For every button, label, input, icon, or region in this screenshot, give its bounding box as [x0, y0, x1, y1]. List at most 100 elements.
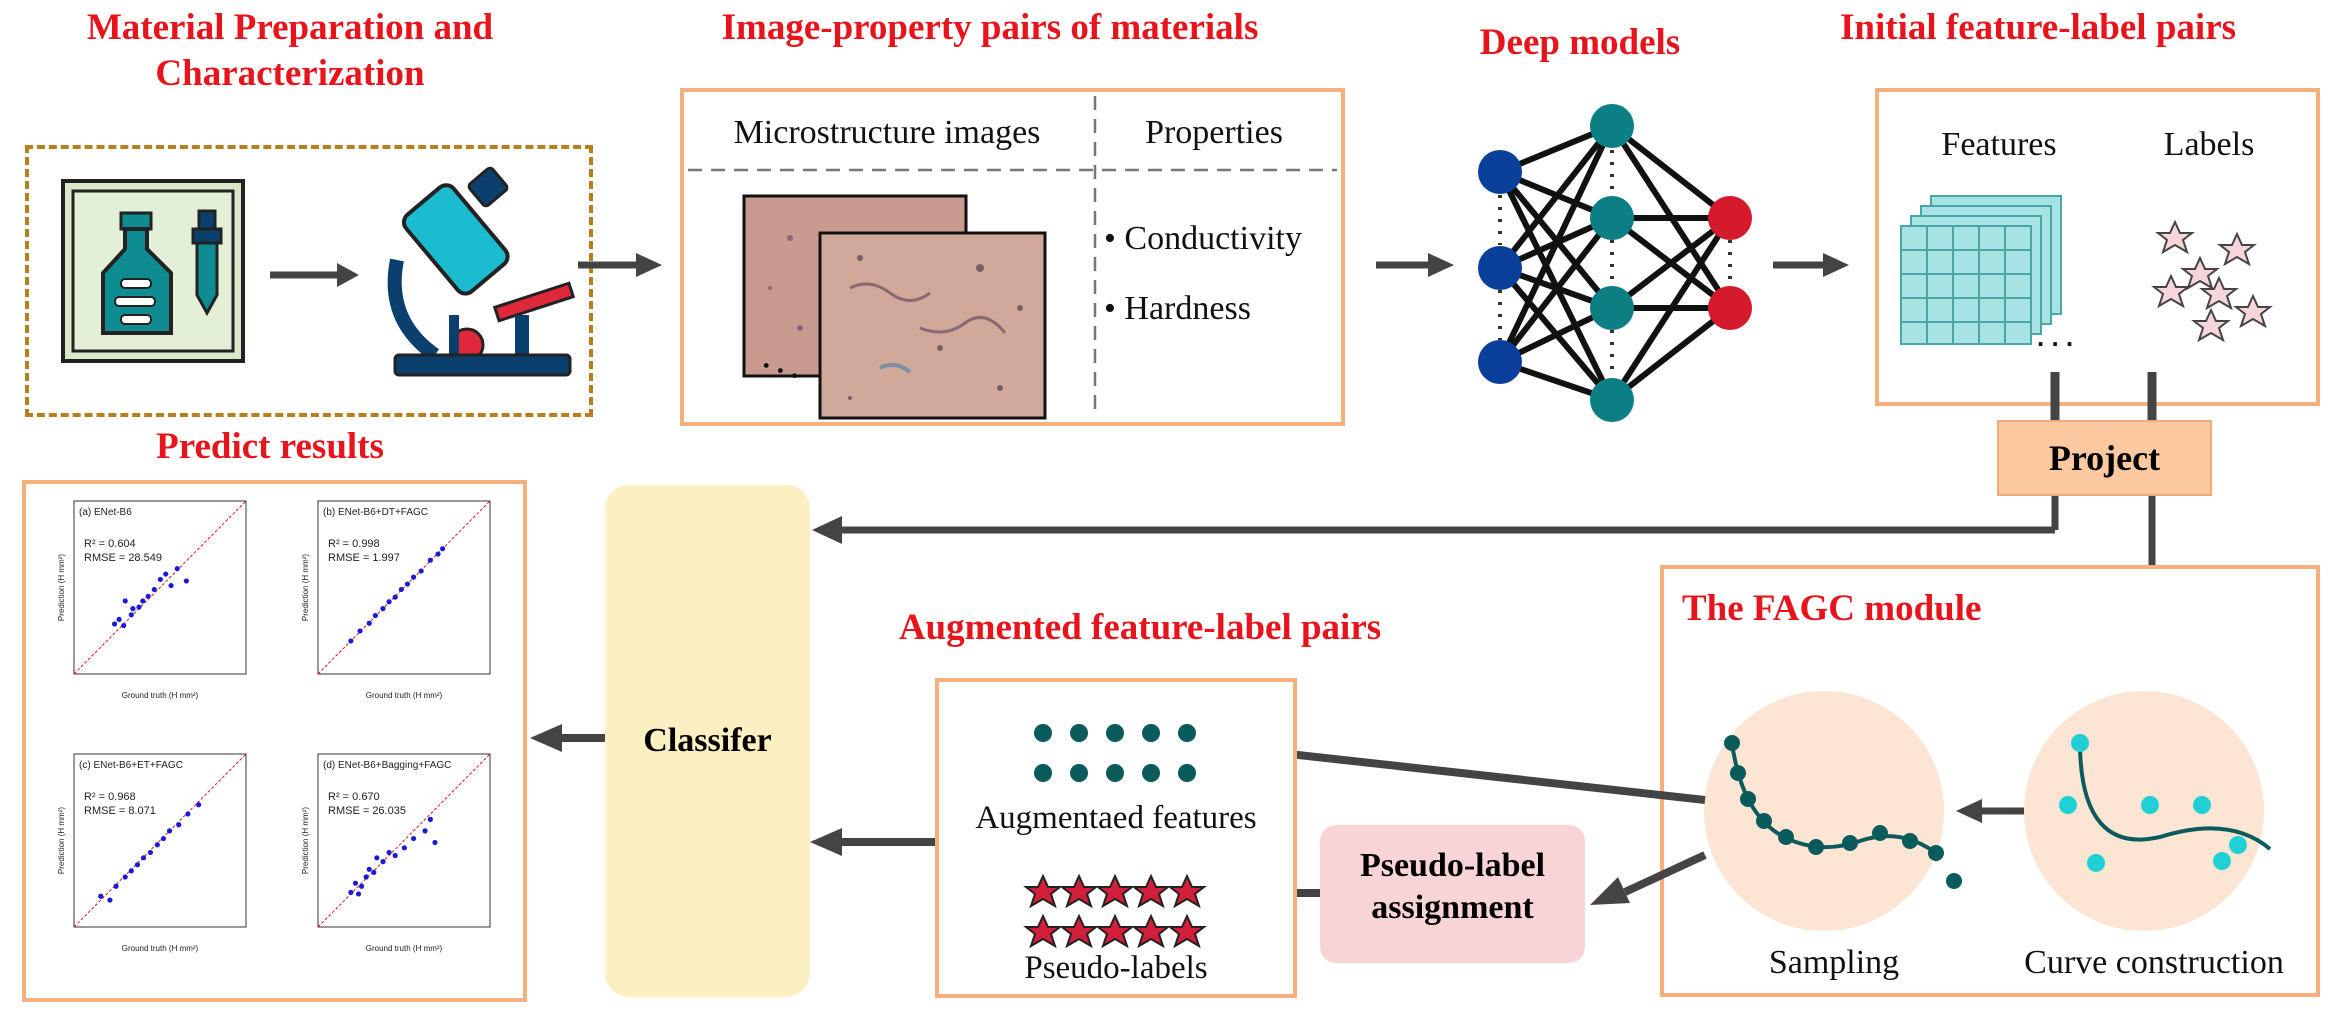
classifier-box: Classifer: [605, 485, 810, 997]
data-point: [98, 893, 104, 899]
data-point: [183, 578, 189, 584]
data-point: [422, 828, 428, 834]
plot-xlabel: Ground truth (H mm²): [366, 691, 443, 700]
data-point: [410, 574, 417, 580]
title-deep-models: Deep models: [1479, 22, 1681, 63]
svg-text:. . .: . . .: [2037, 322, 2073, 352]
chemical-bottle-icon: [61, 179, 245, 363]
plot-rmse: RMSE = 28.549: [84, 552, 162, 564]
data-point: [157, 576, 163, 583]
data-point: [116, 616, 122, 623]
plot-r2: R² = 0.604: [84, 538, 136, 550]
col-header-properties: Properties: [1145, 114, 1283, 151]
material-prep-illustration: [61, 166, 576, 377]
data-point: [427, 816, 433, 822]
data-point: [121, 622, 127, 629]
identity-line: [73, 753, 247, 928]
image-property-panel: Microstructure images Properties . . . •…: [680, 88, 1345, 426]
data-point: [147, 849, 154, 856]
plot-ylabel: Prediction (H mm²): [57, 554, 66, 621]
material-prep-panel: [25, 145, 593, 417]
identity-line: [317, 753, 491, 928]
plot-rmse: RMSE = 26.035: [328, 805, 406, 817]
data-point: [176, 822, 182, 828]
sampling-curve-icon: [1724, 735, 1962, 889]
feature-grid-stack-icon: . . .: [1900, 195, 2073, 352]
data-point: [174, 566, 180, 572]
plot-ylabel: Prediction (H mm²): [57, 807, 66, 874]
data-point: [140, 598, 146, 604]
deep-neural-network-icon: [1478, 104, 1752, 422]
fagc-title: The FAGC module: [1682, 588, 1982, 629]
arrow-curve-to-sampling: [1956, 799, 2024, 823]
data-point: [168, 582, 174, 589]
data-point: [185, 811, 191, 817]
plot-xlabel: Ground truth (H mm²): [122, 944, 199, 953]
plot-title: (c) ENet-B6+ET+FAGC: [79, 760, 183, 771]
property-conductivity-text: Conductivity: [1124, 220, 1302, 257]
data-point: [134, 862, 141, 868]
plot-rmse: RMSE = 8.071: [84, 805, 156, 817]
plot-r2: R² = 0.968: [84, 791, 136, 803]
augmented-feature-dots: [1034, 724, 1196, 782]
data-point: [440, 546, 446, 552]
data-point: [136, 604, 142, 610]
property-conductivity: • Conductivity: [1104, 220, 1302, 257]
data-point: [113, 883, 119, 889]
plot-ylabel: Prediction (H mm²): [301, 554, 310, 621]
plot-xlabel: Ground truth (H mm²): [122, 691, 199, 700]
data-point: [130, 606, 136, 612]
augmented-pairs-panel: Augmentaed features Pseudo-labels: [935, 678, 1297, 998]
pseudo-label-stars: [1023, 873, 1207, 949]
curve-construction-label: Curve construction: [2024, 944, 2284, 981]
title-predict-results: Predict results: [156, 426, 384, 467]
pseudo-labels-label: Pseudo-labels: [1024, 950, 1208, 986]
data-point: [392, 852, 398, 859]
data-point: [401, 845, 407, 851]
title-material-prep: Material Preparation and Characterizatio…: [86, 7, 494, 94]
data-point: [363, 874, 369, 880]
data-point: [418, 568, 424, 574]
property-hardness-text: Hardness: [1124, 290, 1251, 327]
features-heading: Features: [1941, 126, 2057, 163]
data-point: [352, 880, 359, 886]
data-point: [140, 855, 147, 861]
data-point: [432, 839, 438, 846]
data-point: [371, 869, 377, 876]
data-point: [348, 889, 354, 895]
project-box: Project: [1997, 420, 2212, 496]
data-point: [366, 866, 372, 872]
data-point: [357, 628, 363, 634]
data-point: [196, 802, 202, 808]
data-point: [358, 883, 365, 889]
data-point: [154, 842, 160, 848]
data-point: [392, 594, 398, 600]
data-point: [122, 598, 128, 604]
arrow-prep-to-pairs: [578, 253, 662, 277]
data-point: [372, 612, 378, 619]
initial-pairs-panel: Features Labels . . .: [1875, 88, 2320, 406]
data-point: [427, 557, 433, 563]
data-point: [380, 606, 386, 612]
data-point: [398, 586, 404, 593]
data-point: [151, 586, 157, 593]
data-point: [386, 849, 392, 856]
labels-heading: Labels: [2163, 126, 2255, 163]
title-image-property-pairs: Image-property pairs of materials: [721, 7, 1259, 48]
plot-r2: R² = 0.998: [328, 538, 380, 550]
plot-xlabel: Ground truth (H mm²): [366, 944, 443, 953]
pseudo-label-line2: assignment: [1371, 889, 1534, 926]
fagc-module-panel: The FAGC module Sampling: [1660, 565, 2320, 997]
prep-arrow: [270, 263, 359, 287]
arrow-pairs-to-models: [1376, 253, 1454, 277]
curve-construction-icon: [2059, 734, 2272, 872]
pseudo-label-line1: Pseudo-label: [1359, 847, 1546, 884]
title-initial-pairs: Initial feature-label pairs: [1840, 7, 2237, 48]
feature-label-illustration: . . .: [1900, 195, 2273, 352]
pairs-grid-lines: [688, 96, 1337, 420]
plot-ylabel: Prediction (H mm²): [301, 807, 310, 874]
